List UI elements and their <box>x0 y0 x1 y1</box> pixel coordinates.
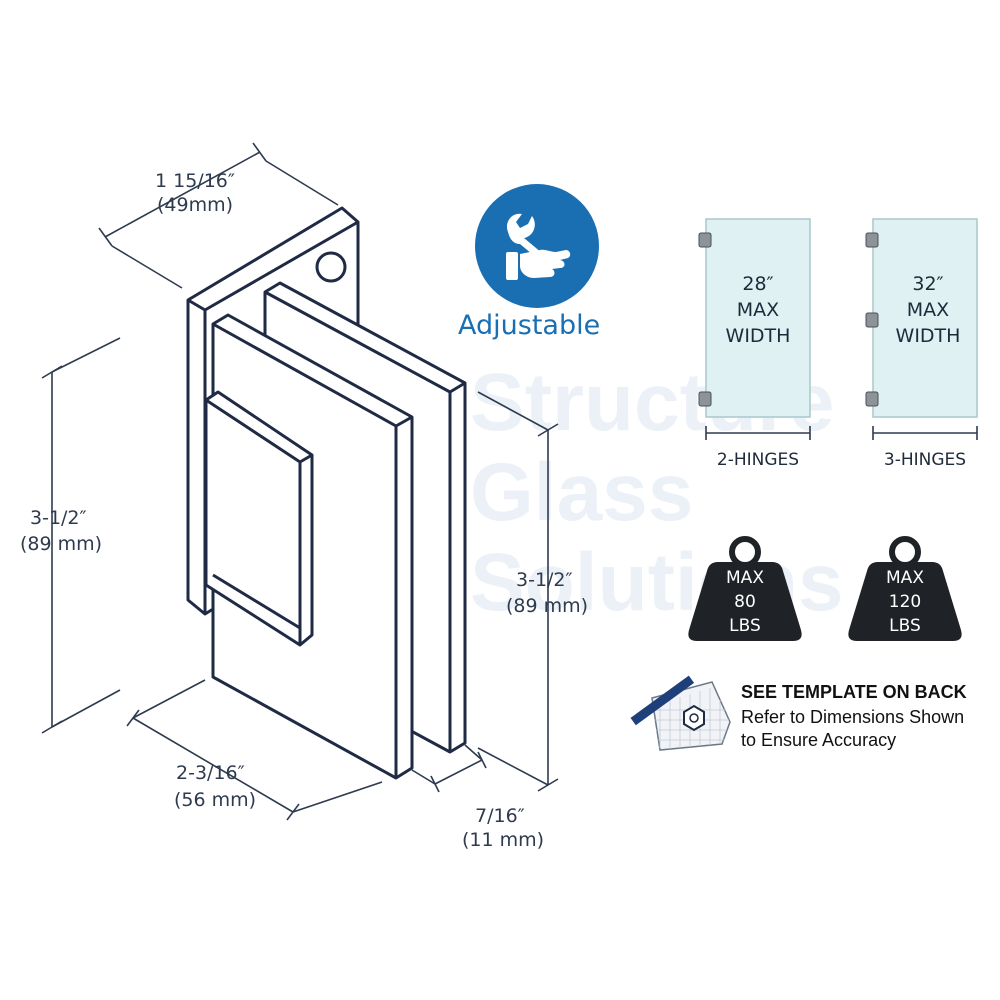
panel-3-hinges: 32″ MAX WIDTH 3-HINGES <box>865 218 978 470</box>
mounting-hole <box>315 251 347 283</box>
hinge-icon <box>698 232 712 248</box>
panel-width-max: MAX <box>737 299 779 321</box>
template-line-1: Refer to Dimensions Shown <box>741 707 964 727</box>
front-clamp-edge <box>212 322 413 778</box>
hinge-icon <box>865 391 879 407</box>
bottom-width-mm: (56 mm) <box>174 789 256 811</box>
template-icon <box>630 675 731 751</box>
panel-caption: 2-HINGES <box>717 450 799 470</box>
hinge-icon <box>698 391 712 407</box>
hinge-body <box>204 390 314 647</box>
weight-line-3: LBS <box>729 616 761 636</box>
right-height-inch: 3-1/2″ <box>516 569 573 591</box>
weight-line-1: MAX <box>726 568 764 588</box>
weight-line-1: MAX <box>886 568 924 588</box>
right-height-mm: (89 mm) <box>506 595 588 617</box>
panel-width-value: 28″ <box>742 273 773 295</box>
rear-clamp-edge <box>264 290 466 752</box>
panel-2-hinges: 28″ MAX WIDTH 2-HINGES <box>698 218 811 470</box>
adjustable-circle <box>475 184 599 308</box>
glass-panel <box>872 218 978 418</box>
wrench-hand-icon <box>506 213 571 280</box>
wall-plate-edge <box>204 220 359 312</box>
glass-panel <box>705 218 811 418</box>
bottom-width-inch: 2-3/16″ <box>176 762 245 784</box>
template-heading: SEE TEMPLATE ON BACK <box>741 682 967 702</box>
left-height-mm: (89 mm) <box>20 533 102 555</box>
hinge-lower-block <box>212 573 301 630</box>
panel-width-max: MAX <box>907 299 949 321</box>
weight-120: MAX 120 LBS <box>848 536 962 641</box>
left-height-inch: 3-1/2″ <box>30 507 87 529</box>
hinge-body-edge <box>205 398 313 645</box>
template-line-2: to Ensure Accuracy <box>741 730 896 750</box>
template-section: SEE TEMPLATE ON BACK Refer to Dimensions… <box>630 675 967 751</box>
weight-80: MAX 80 LBS <box>688 536 802 641</box>
hinge-icon <box>865 312 879 328</box>
thickness-mm: (11 mm) <box>462 829 544 851</box>
weight-icon <box>688 562 802 641</box>
weight-line-3: LBS <box>889 616 921 636</box>
top-width-inch: 1 15/16″ <box>155 170 235 192</box>
weight-ring <box>889 536 921 568</box>
panel-width-word: WIDTH <box>726 325 791 347</box>
adjustable-badge: Adjustable <box>458 184 600 341</box>
panel-width-value: 32″ <box>912 273 943 295</box>
panel-width-word: WIDTH <box>896 325 961 347</box>
weight-line-2: 120 <box>889 592 921 612</box>
top-width-mm: (49mm) <box>157 194 233 216</box>
dimension-labels: 1 15/16″ (49mm) 3-1/2″ (89 mm) 3-1/2″ (8… <box>20 170 588 851</box>
hinge-drawing <box>186 206 467 780</box>
dimension-lines <box>41 142 559 821</box>
watermark-line-2: Glass <box>470 447 693 538</box>
hinge-icon <box>865 232 879 248</box>
weight-line-2: 80 <box>734 592 756 612</box>
thickness-inch: 7/16″ <box>475 805 525 827</box>
weight-icon <box>848 562 962 641</box>
adjustable-label: Adjustable <box>458 310 600 341</box>
panel-caption: 3-HINGES <box>884 450 966 470</box>
